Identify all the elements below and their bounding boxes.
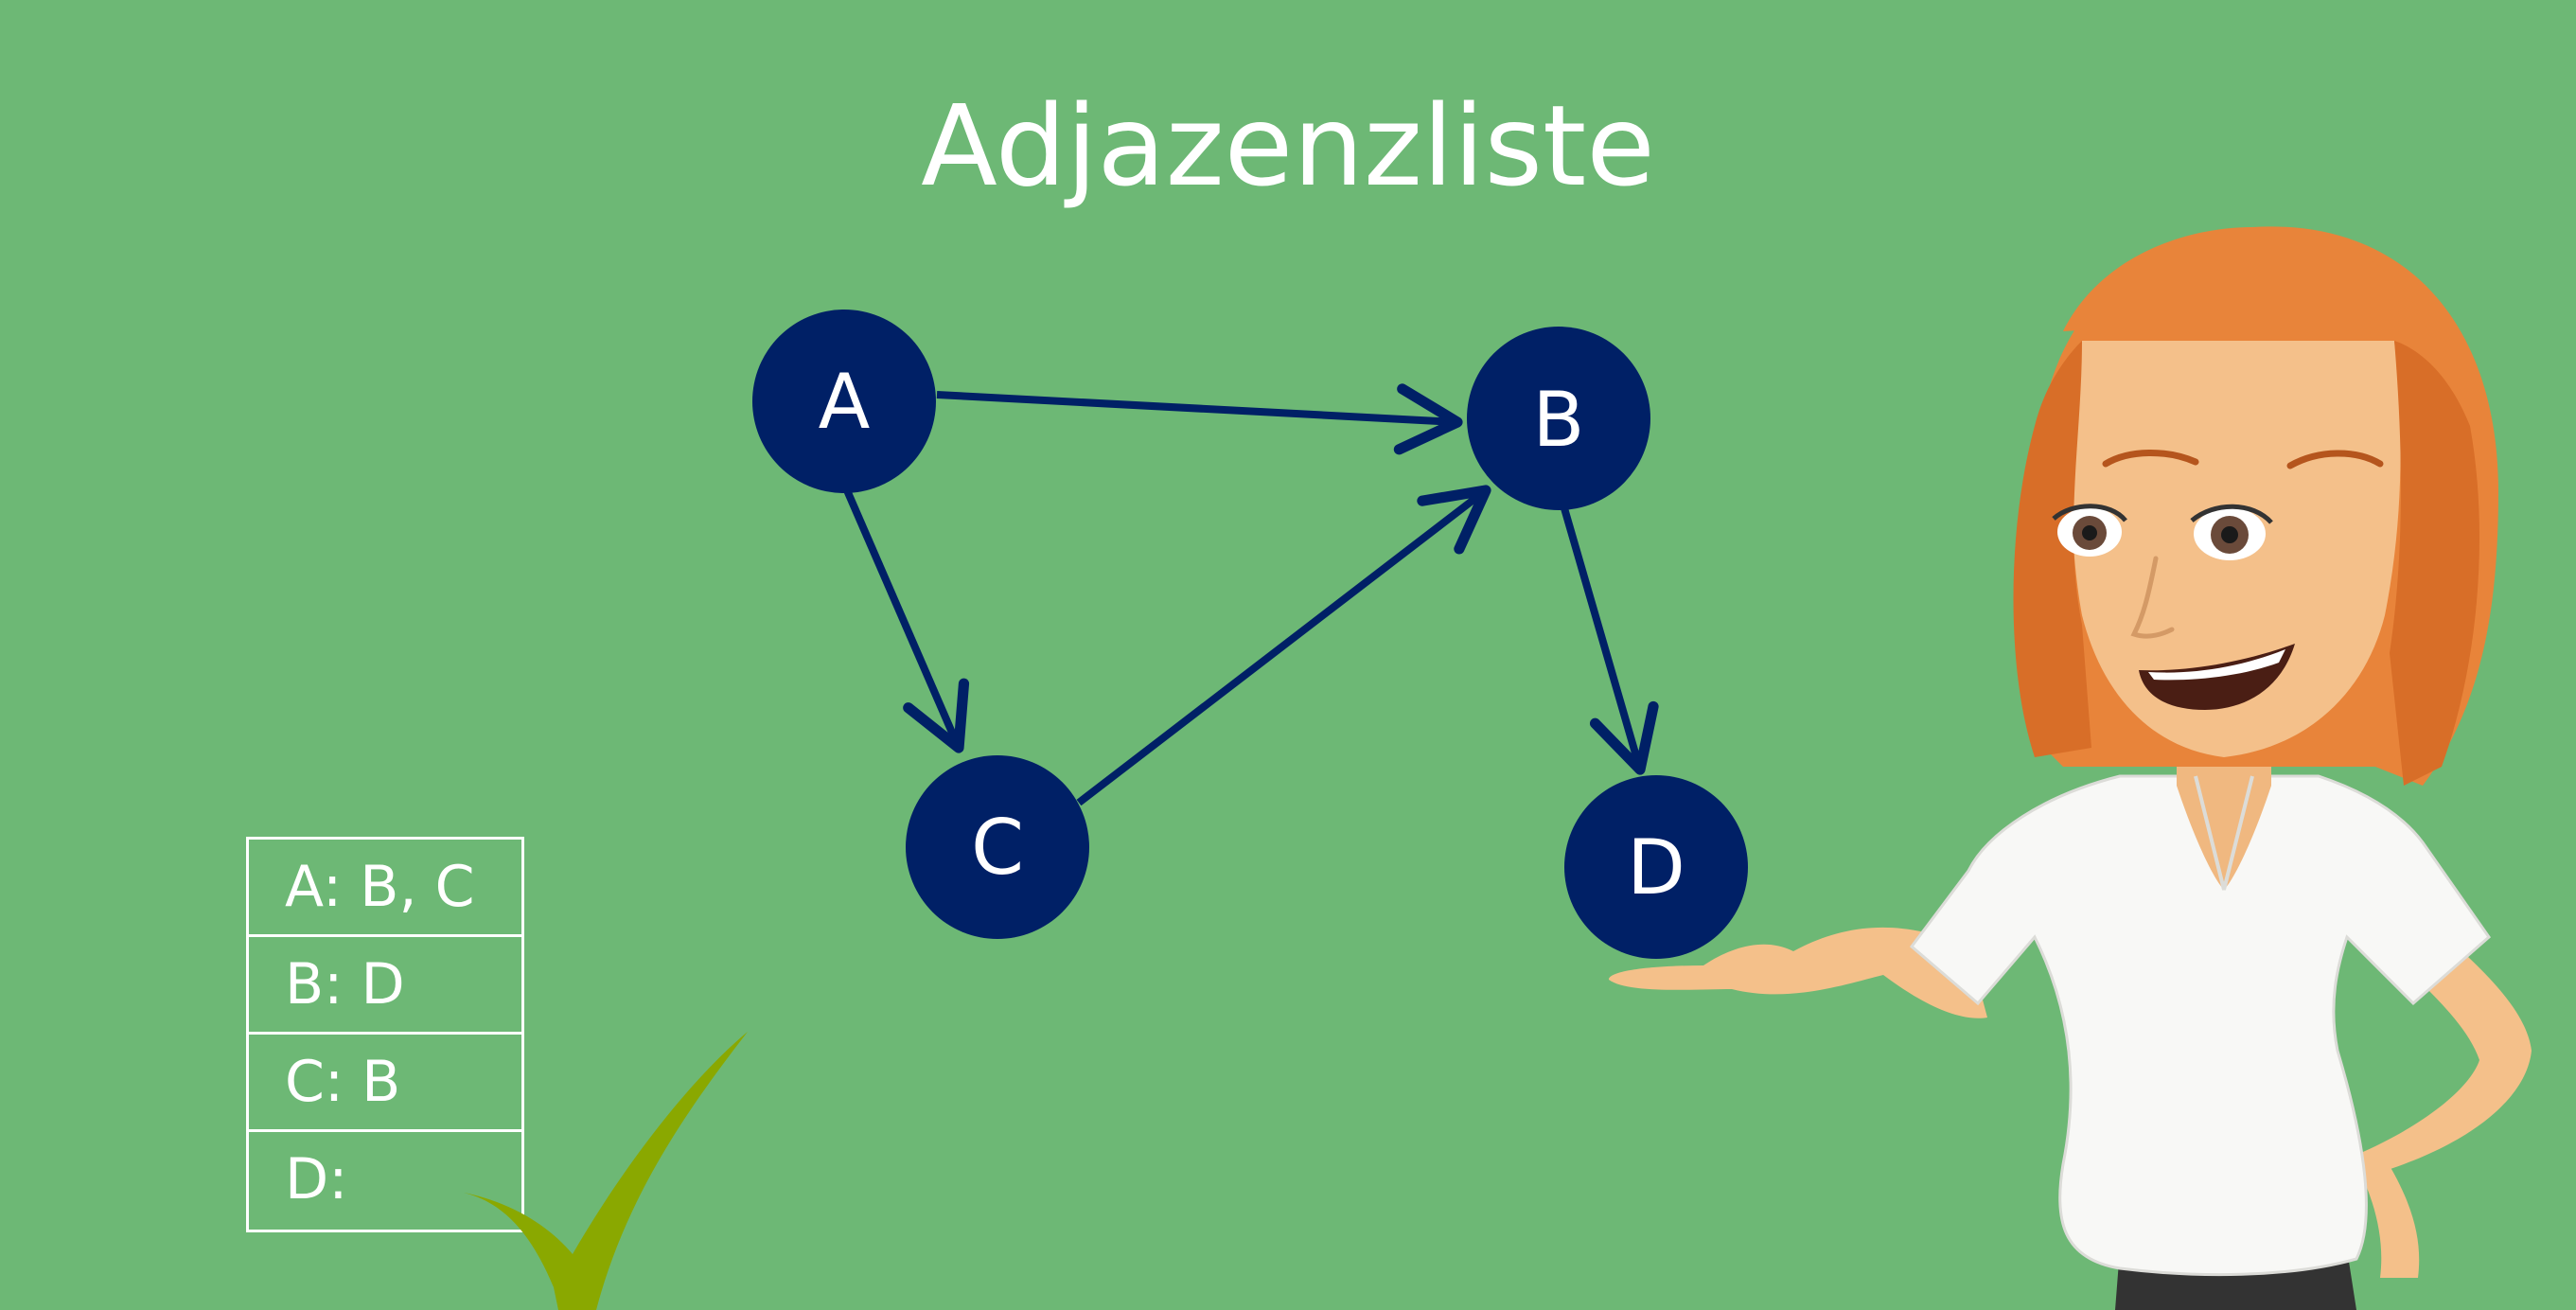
edge-c-b [1076, 485, 1491, 806]
node-a: A [752, 310, 936, 493]
node-d-label: D [1627, 823, 1685, 912]
node-b: B [1467, 327, 1650, 510]
node-a-label: A [819, 358, 871, 446]
adjacency-row-d: D: [285, 1146, 348, 1213]
node-c: C [906, 755, 1089, 939]
edge-a-c [843, 488, 970, 753]
adjacency-row-c: C: B [249, 1035, 521, 1132]
node-d: D [1564, 775, 1748, 959]
adjacency-list-table: A: B, C B: D C: B D: [246, 837, 524, 1232]
node-c-label: C [971, 804, 1024, 892]
edge-b-d [1561, 506, 1659, 775]
adjacency-row-a: A: B, C [249, 840, 521, 937]
node-b-label: B [1533, 376, 1585, 464]
slide-title: Adjazenzliste [921, 80, 1655, 211]
adjacency-row-b: B: D [249, 937, 521, 1035]
edge-a-b [936, 383, 1463, 455]
checkmark-icon [464, 1032, 748, 1310]
presenter-illustration [1609, 226, 2532, 1310]
